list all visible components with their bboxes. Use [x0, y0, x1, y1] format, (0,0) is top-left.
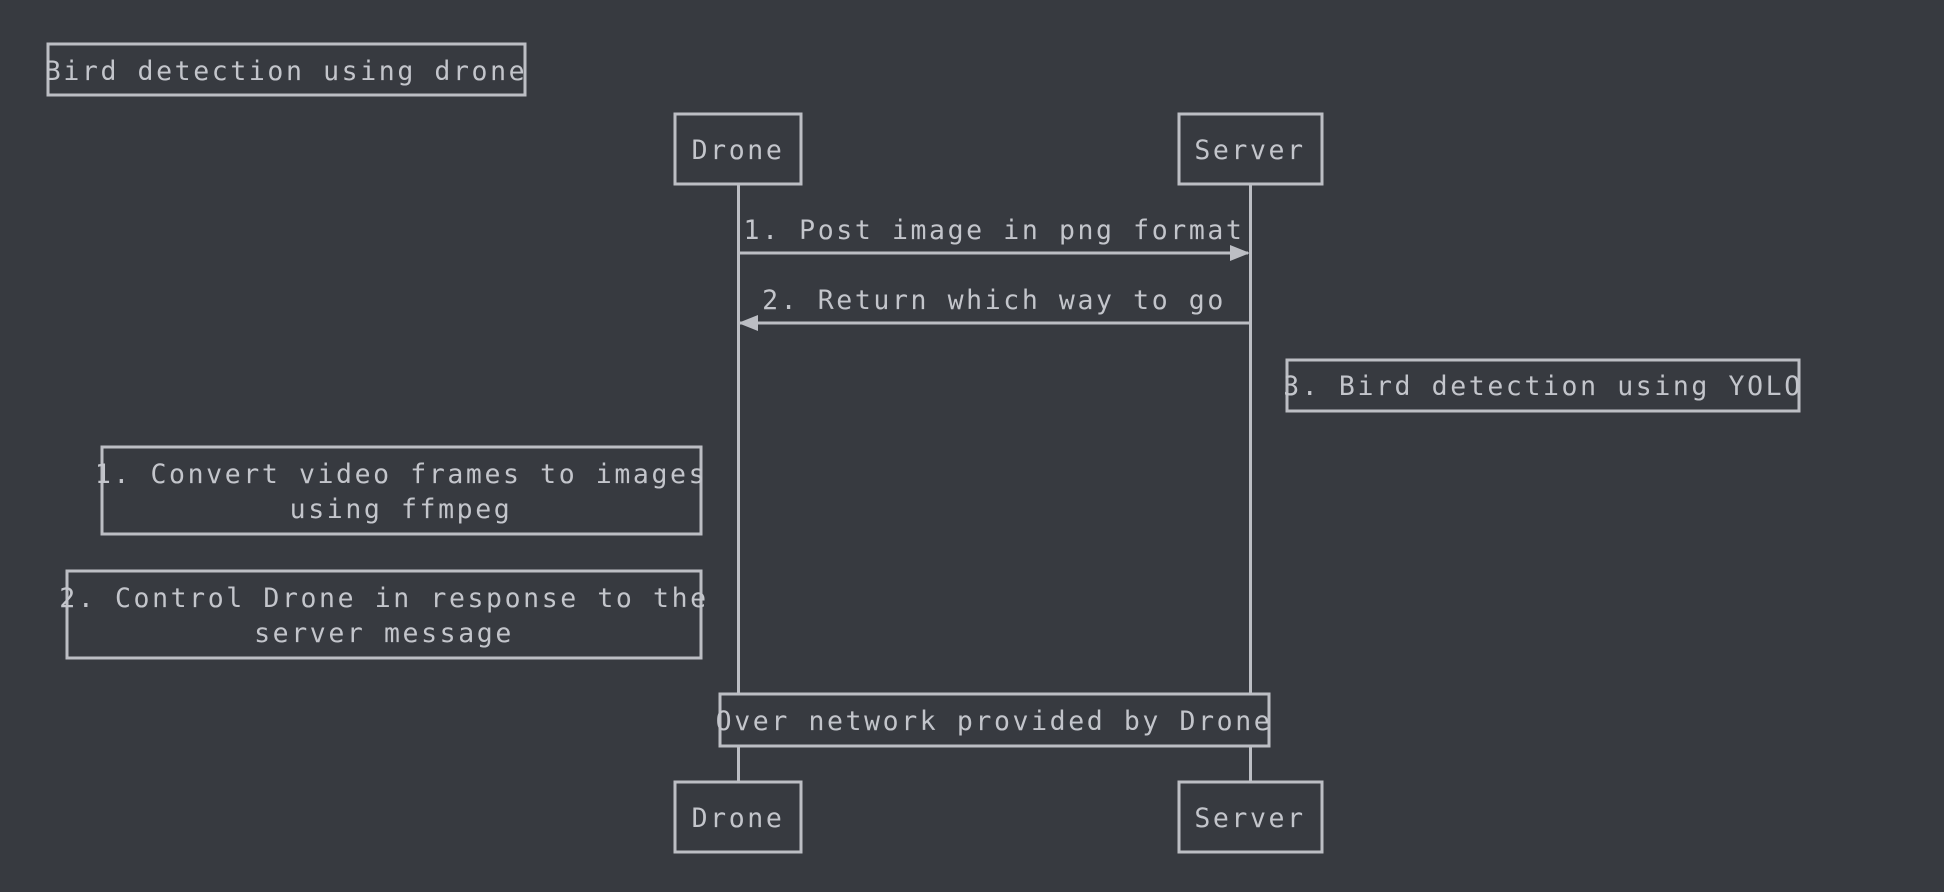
note-network: Over network provided by Drone	[716, 692, 1273, 748]
diagram-title: Bird detection using drone	[45, 56, 527, 87]
note-bird-detection-text: 3. Bird detection using YOLO	[1283, 371, 1803, 402]
drone-participant-bottom-label: Drone	[692, 803, 785, 834]
note-bird-detection: 3. Bird detection using YOLO	[1283, 358, 1803, 413]
message-return-direction-label: 2. Return which way to go	[762, 285, 1226, 316]
server-participant-top: Server	[1177, 112, 1324, 186]
message-return-direction: 2. Return which way to go	[738, 285, 1250, 331]
message-post-image-label: 1. Post image in png format	[744, 215, 1245, 246]
note-convert-frames: 1. Convert video frames to images using …	[95, 445, 707, 536]
drone-participant-label: Drone	[692, 135, 785, 166]
message-post-image: 1. Post image in png format	[739, 215, 1250, 261]
diagram-title-box: Bird detection using drone	[45, 42, 527, 97]
drone-participant-top: Drone	[673, 112, 803, 186]
note-control-drone: 2. Control Drone in response to the serv…	[59, 569, 708, 660]
server-participant-label: Server	[1194, 135, 1305, 166]
note-convert-frames-line-1: 1. Convert video frames to images	[95, 459, 707, 490]
note-control-drone-line-1: 2. Control Drone in response to the	[59, 583, 708, 614]
note-network-text: Over network provided by Drone	[716, 706, 1273, 737]
drone-participant-bottom: Drone	[673, 780, 803, 854]
note-convert-frames-line-2: using ffmpeg	[290, 494, 513, 525]
server-participant-bottom-label: Server	[1194, 803, 1305, 834]
note-control-drone-line-2: server message	[254, 618, 514, 649]
server-participant-bottom: Server	[1177, 780, 1324, 854]
